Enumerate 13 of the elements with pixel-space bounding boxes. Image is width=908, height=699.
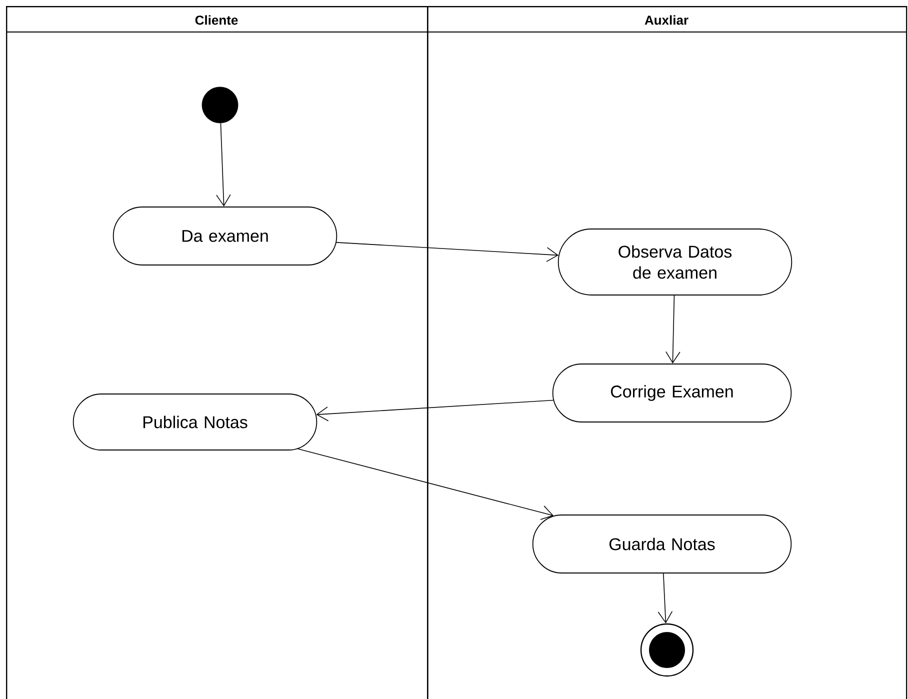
arrow (216, 122, 231, 207)
arrow (658, 573, 673, 624)
arrow (298, 448, 554, 520)
activity-box: Publica Notas (72, 394, 318, 450)
arrow (336, 242, 559, 262)
activity-box: Guarda Notas (532, 514, 792, 574)
arrow (666, 295, 680, 364)
activity-box: Da examen (112, 206, 338, 266)
arrow (316, 400, 554, 422)
end-state (640, 623, 694, 677)
activity-box: Corrige Examen (552, 364, 792, 422)
activity-box: Observa Datos de examen (558, 228, 792, 296)
start-dot (202, 86, 238, 124)
